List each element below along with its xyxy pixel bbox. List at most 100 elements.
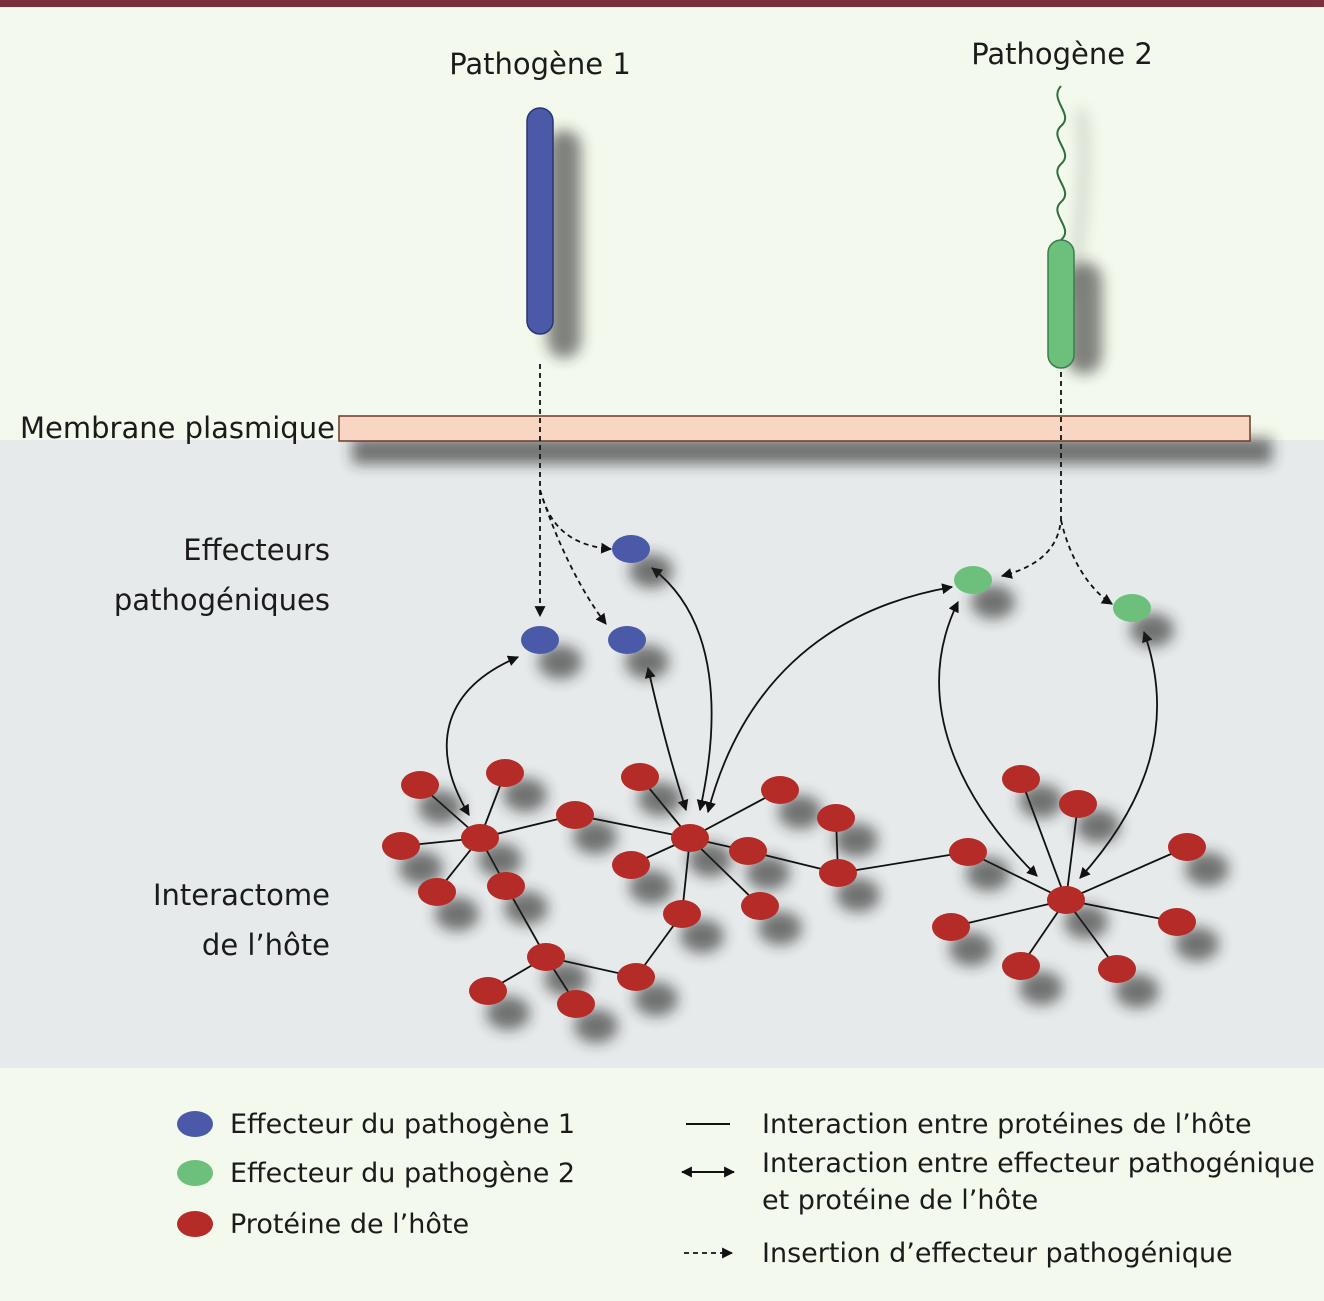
host-protein-node xyxy=(671,824,709,852)
host-protein-node xyxy=(932,913,970,941)
effector-host-interactions xyxy=(446,567,1158,879)
host-protein-node-shadow xyxy=(399,851,443,885)
legend-effector-2-swatch xyxy=(177,1160,213,1186)
host-protein-node-shadow xyxy=(680,919,724,953)
host-interaction-edge xyxy=(1065,803,1079,901)
pathogen-1-label: Pathogène 1 xyxy=(449,47,631,81)
pathogen-2-label: Pathogène 2 xyxy=(971,37,1153,71)
host-protein-node-shadow xyxy=(478,843,522,877)
host-protein-node xyxy=(1158,908,1196,936)
host-protein-node-shadow xyxy=(949,932,993,966)
host-protein-node xyxy=(621,763,659,791)
host-protein-node xyxy=(741,892,779,920)
protein-nodes xyxy=(382,535,1206,1018)
legend-host-interaction-label: Interaction entre protéines de l’hôte xyxy=(762,1109,1252,1140)
effector-2-node-shadow xyxy=(1130,613,1174,647)
pathogen-2-rod xyxy=(1047,239,1075,369)
host-protein-node-shadow xyxy=(746,856,790,890)
host-protein-node xyxy=(1047,886,1085,914)
effector-host-interaction-arrow xyxy=(705,583,954,814)
legend-effector-1-label: Effecteur du pathogène 1 xyxy=(230,1109,575,1140)
effector-host-interaction-arrow xyxy=(1079,630,1158,879)
legend-effector-1-swatch xyxy=(177,1111,213,1137)
effector-1-node xyxy=(521,626,559,654)
legend-insertion-label: Insertion d’effecteur pathogénique xyxy=(762,1238,1233,1269)
host-protein-node-shadow xyxy=(503,778,547,812)
host-protein-node xyxy=(1098,955,1136,983)
insertion-arrow xyxy=(1060,519,1113,605)
host-protein-node xyxy=(817,804,855,832)
node-shadows xyxy=(399,554,1229,1043)
membrane-label: Membrane plasmique xyxy=(20,411,335,445)
host-protein-node-shadow xyxy=(836,878,880,912)
host-protein-node xyxy=(949,838,987,866)
effector-2-node xyxy=(1113,594,1151,622)
host-protein-node-shadow xyxy=(1115,974,1159,1008)
effector-1-node-shadow xyxy=(625,645,669,679)
effectors-label-line2: pathogéniques xyxy=(114,583,330,617)
insertion-arrows xyxy=(534,364,1113,625)
host-protein-node xyxy=(1059,790,1097,818)
host-protein-node xyxy=(401,771,439,799)
effector-1-node-shadow xyxy=(629,554,673,588)
top-bar xyxy=(0,0,1324,7)
host-protein-node-shadow xyxy=(418,790,462,824)
host-protein-node xyxy=(556,801,594,829)
host-protein-node-shadow xyxy=(1064,905,1108,939)
legend-effector-interaction-label-line2: et protéine de l’hôte xyxy=(762,1185,1038,1216)
legend-effector-2-label: Effecteur du pathogène 2 xyxy=(230,1158,575,1189)
legend: Effecteur du pathogène 1 Effecteur du pa… xyxy=(177,1109,1315,1269)
host-protein-node xyxy=(819,859,857,887)
pathogen-1 xyxy=(526,107,581,358)
pathogen-1-shadow xyxy=(547,130,581,358)
pathogen-2-shadow xyxy=(1066,262,1102,374)
host-protein-node xyxy=(1002,952,1040,980)
host-protein-node-shadow xyxy=(504,891,548,925)
host-interaction-edge xyxy=(837,851,969,874)
effector-host-interaction-arrow xyxy=(938,601,1038,877)
host-protein-node xyxy=(729,837,767,865)
host-protein-node-shadow xyxy=(834,823,878,857)
host-protein-node-shadow xyxy=(435,897,479,931)
pathogen-2 xyxy=(1047,85,1102,374)
host-interaction-edge xyxy=(574,814,691,839)
host-protein-node xyxy=(418,878,456,906)
host-protein-node xyxy=(461,824,499,852)
host-protein-node xyxy=(1168,833,1206,861)
insertion-arrow xyxy=(539,489,607,625)
host-protein-node xyxy=(469,977,507,1005)
effector-1-node xyxy=(608,626,646,654)
pathogen-1-rod xyxy=(526,107,554,335)
effector-1-node-shadow xyxy=(538,645,582,679)
effector-2-node-shadow xyxy=(971,585,1015,619)
host-protein-node xyxy=(487,872,525,900)
interactome-label-line2: de l’hôte xyxy=(202,928,330,962)
effectors-label-line1: Effecteurs xyxy=(183,533,330,567)
host-protein-node-shadow xyxy=(573,820,617,854)
legend-host-protein-label: Protéine de l’hôte xyxy=(230,1209,469,1240)
host-protein-node xyxy=(486,759,524,787)
membrane-shadow xyxy=(352,438,1272,464)
host-protein-node xyxy=(761,776,799,804)
insertion-arrow xyxy=(1000,372,1062,579)
host-protein-node-shadow xyxy=(544,962,588,996)
host-protein-node xyxy=(382,832,420,860)
host-protein-node-shadow xyxy=(574,1009,618,1043)
interactome-label-line1: Interactome xyxy=(153,878,330,912)
host-protein-node-shadow xyxy=(486,996,530,1030)
host-protein-node xyxy=(557,990,595,1018)
host-protein-node xyxy=(1002,765,1040,793)
host-protein-node-shadow xyxy=(778,795,822,829)
host-protein-node-shadow xyxy=(1175,927,1219,961)
host-protein-node xyxy=(527,943,565,971)
host-protein-node-shadow xyxy=(638,782,682,816)
host-protein-node-shadow xyxy=(1076,809,1120,843)
host-protein-node xyxy=(612,851,650,879)
plasma-membrane xyxy=(338,415,1251,442)
effector-host-interaction-arrow xyxy=(446,655,520,816)
host-protein-node-shadow xyxy=(966,857,1010,891)
effector-2-node xyxy=(954,566,992,594)
host-protein-node-shadow xyxy=(1019,784,1063,818)
host-protein-node-shadow xyxy=(758,911,802,945)
host-protein-node-shadow xyxy=(1019,971,1063,1005)
